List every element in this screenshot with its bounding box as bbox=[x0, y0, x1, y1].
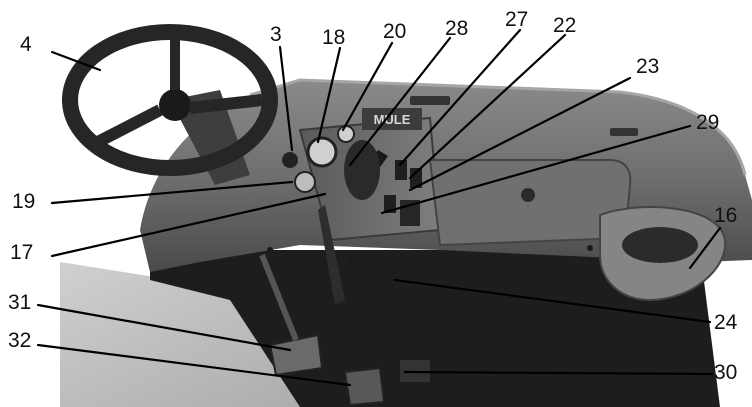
callout-30: 30 bbox=[714, 361, 738, 384]
choke-knob bbox=[282, 152, 298, 168]
callout-32: 32 bbox=[8, 329, 32, 352]
callout-22: 22 bbox=[553, 14, 577, 37]
leader-29 bbox=[380, 124, 692, 215]
callout-20: 20 bbox=[383, 20, 407, 43]
brake-pedal bbox=[268, 333, 324, 377]
shift-boot bbox=[344, 140, 380, 200]
brake-pedal-arm bbox=[259, 253, 299, 342]
callout-27: 27 bbox=[505, 8, 529, 31]
leader-19 bbox=[50, 180, 294, 205]
switch-c bbox=[384, 195, 396, 213]
glovebox-latch bbox=[521, 188, 535, 202]
callout-3: 3 bbox=[270, 23, 282, 46]
leader-3 bbox=[278, 45, 294, 152]
steering-wheel-rim bbox=[62, 24, 278, 176]
leader-22 bbox=[408, 33, 567, 180]
leader-24 bbox=[393, 278, 712, 324]
callout-23: 23 bbox=[636, 55, 660, 78]
steering-spoke-right bbox=[189, 94, 263, 114]
leader-16 bbox=[688, 226, 722, 270]
leader-28 bbox=[348, 36, 452, 167]
switch-b bbox=[410, 168, 422, 188]
gauge-speedometer bbox=[306, 136, 338, 168]
leader-30 bbox=[403, 370, 714, 376]
bolt bbox=[267, 247, 273, 253]
ignition-switch bbox=[294, 171, 316, 193]
bolt bbox=[437, 259, 443, 265]
leader-23 bbox=[408, 76, 632, 192]
callout-17: 17 bbox=[10, 241, 34, 264]
cup-holder-opening bbox=[622, 227, 698, 263]
callout-16: 16 bbox=[714, 204, 738, 227]
defrost-vent bbox=[410, 96, 450, 105]
hand-lever bbox=[318, 205, 345, 305]
leader-31 bbox=[36, 303, 292, 352]
leader-32 bbox=[36, 343, 352, 387]
leader-27 bbox=[398, 28, 522, 167]
callout-29: 29 bbox=[696, 111, 720, 134]
callout-31: 31 bbox=[8, 291, 32, 314]
leader-20 bbox=[341, 41, 394, 132]
bolt bbox=[347, 255, 353, 261]
bolt bbox=[587, 245, 593, 251]
callout-18: 18 bbox=[322, 26, 346, 49]
callout-4: 4 bbox=[20, 33, 32, 56]
leader-17 bbox=[50, 192, 327, 258]
steering-spoke-left bbox=[89, 104, 163, 151]
accelerator-pedal bbox=[343, 366, 386, 407]
dash-top-edge bbox=[249, 78, 747, 176]
defrost-vent-right bbox=[610, 128, 638, 136]
callout-28: 28 bbox=[445, 17, 469, 40]
dash-badge-plate bbox=[362, 108, 422, 130]
leader-18 bbox=[316, 46, 342, 144]
switch-a bbox=[395, 160, 407, 180]
callout-19: 19 bbox=[12, 190, 36, 213]
steering-hub bbox=[159, 89, 191, 121]
leader-4 bbox=[50, 50, 102, 72]
callout-24: 24 bbox=[714, 311, 738, 334]
